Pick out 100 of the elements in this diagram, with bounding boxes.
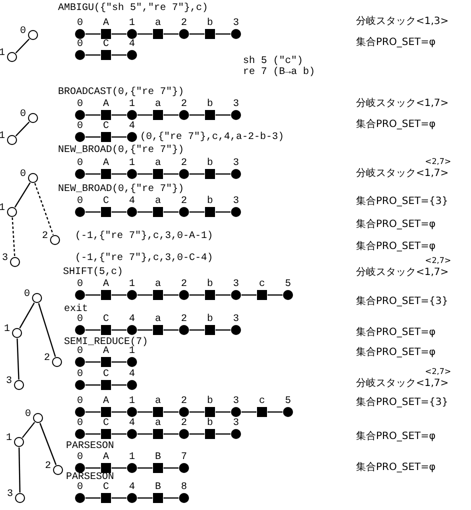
connector-line xyxy=(86,433,100,435)
stack-label: 0 xyxy=(76,158,84,169)
connector-line xyxy=(216,433,230,435)
tree-node-number: 2 xyxy=(45,461,52,472)
stack-label: C xyxy=(102,482,110,493)
connector-line xyxy=(164,211,178,213)
stack-label: 2 xyxy=(180,396,188,407)
connector-line xyxy=(18,447,20,493)
operation-text: (-1,{"re 7"},c,3,0-A-1) xyxy=(75,231,214,242)
stack-label: b xyxy=(206,418,214,429)
stack-label: 0 xyxy=(76,196,84,207)
connector-line xyxy=(190,294,204,296)
stack-entry-text: <2,7> xyxy=(425,157,452,166)
connector-line xyxy=(16,338,20,380)
stack-label: 2 xyxy=(180,196,188,207)
connector-line xyxy=(164,294,178,296)
connector-line xyxy=(112,329,126,331)
stack-label: c xyxy=(258,396,266,407)
tree-node-number: 2 xyxy=(44,353,52,364)
tree-node-number: 0 xyxy=(25,409,32,420)
tree-node-number: 1 xyxy=(6,433,14,444)
stack-label: a xyxy=(154,418,162,429)
stack-label: B xyxy=(154,452,162,463)
stack-label: 0 xyxy=(76,482,84,493)
connector-line xyxy=(190,211,204,213)
stack-label: 0 xyxy=(76,418,84,429)
connector-line xyxy=(86,329,100,331)
tree-node-number: 3 xyxy=(7,489,14,500)
connector-line xyxy=(216,173,230,175)
stack-label: 5 xyxy=(284,396,292,407)
status-text: 集合PRO_SET=φ xyxy=(356,430,436,443)
stack-label: b xyxy=(206,396,214,407)
stack-label: 0 xyxy=(76,452,84,463)
stack-label: 1 xyxy=(128,279,136,290)
connector-line xyxy=(242,294,256,296)
connector-line xyxy=(190,114,204,116)
connector-line xyxy=(86,33,100,35)
connector-line xyxy=(112,294,126,296)
status-text: 集合PRO_SET=φ xyxy=(356,461,436,474)
operation-text: exit xyxy=(64,304,88,315)
stack-label: A xyxy=(102,158,110,169)
stack-label: 2 xyxy=(180,99,188,110)
stack-label: C xyxy=(102,196,110,207)
connector-line xyxy=(164,173,178,175)
operation-text: PARSESON xyxy=(66,472,114,483)
status-text: 分岐スタック<1,7> xyxy=(356,266,449,279)
connector-line xyxy=(190,433,204,435)
tree-node-number: 0 xyxy=(20,26,28,37)
connector-line xyxy=(112,384,126,386)
connector-line xyxy=(190,173,204,175)
operation-text: AMBIGU({"sh 5","re 7"},c) xyxy=(58,3,208,14)
tree-node-number: 1 xyxy=(4,324,12,335)
connector-line xyxy=(112,114,126,116)
stack-label: A xyxy=(102,18,110,29)
stack-label: 0 xyxy=(76,314,84,325)
stack-label: 0 xyxy=(76,39,84,50)
connector-line xyxy=(138,173,152,175)
operation-text: (-1,{"re 7"},c,3,0-C-4) xyxy=(75,253,214,264)
tree-node-number: 3 xyxy=(6,376,14,387)
tree-node-number: 1 xyxy=(0,48,6,59)
stack-label: 0 xyxy=(76,346,83,357)
stack-label: 3 xyxy=(232,418,240,429)
connector-line xyxy=(39,422,57,466)
tree-node-number: 0 xyxy=(20,169,28,180)
stack-label: 3 xyxy=(232,396,240,407)
connector-line xyxy=(22,422,36,438)
stack-label: a xyxy=(154,314,162,325)
connector-line xyxy=(112,211,126,213)
connector-line xyxy=(38,303,56,357)
stack-label: 3 xyxy=(232,158,240,169)
stack-label: 8 xyxy=(180,482,188,493)
status-text: 分岐スタック<1,7> xyxy=(356,166,449,180)
connector-line xyxy=(216,211,230,213)
stack-label: 0 xyxy=(76,18,84,29)
connector-line xyxy=(216,114,230,116)
stack-label: 1 xyxy=(128,346,135,357)
connector-line xyxy=(86,211,100,213)
connector-line xyxy=(164,411,178,413)
stack-label: b xyxy=(206,99,214,110)
connector-line xyxy=(86,497,100,499)
stack-label: a xyxy=(154,158,162,169)
stack-label: b xyxy=(206,196,214,207)
stack-label: 4 xyxy=(128,39,136,50)
connector-line xyxy=(138,433,152,435)
connector-line xyxy=(19,302,35,329)
connector-line xyxy=(216,294,230,296)
stack-label: 2 xyxy=(180,158,188,169)
operation-text: BROADCAST(0,{"re 7"}) xyxy=(58,87,184,98)
connector-line xyxy=(86,136,100,138)
status-text: 集合PRO_SET={3} xyxy=(356,396,448,409)
connector-line xyxy=(138,467,152,469)
connector-line xyxy=(86,294,100,296)
tree-node-number: 0 xyxy=(24,289,32,300)
connector-line xyxy=(164,467,178,469)
stack-label: A xyxy=(102,279,110,290)
stack-label: b xyxy=(206,18,214,29)
tree-node-number: 0 xyxy=(20,109,28,120)
stack-label: 2 xyxy=(180,314,188,325)
status-text: 集合PRO_SET=φ xyxy=(356,346,436,359)
connector-line xyxy=(216,329,230,331)
